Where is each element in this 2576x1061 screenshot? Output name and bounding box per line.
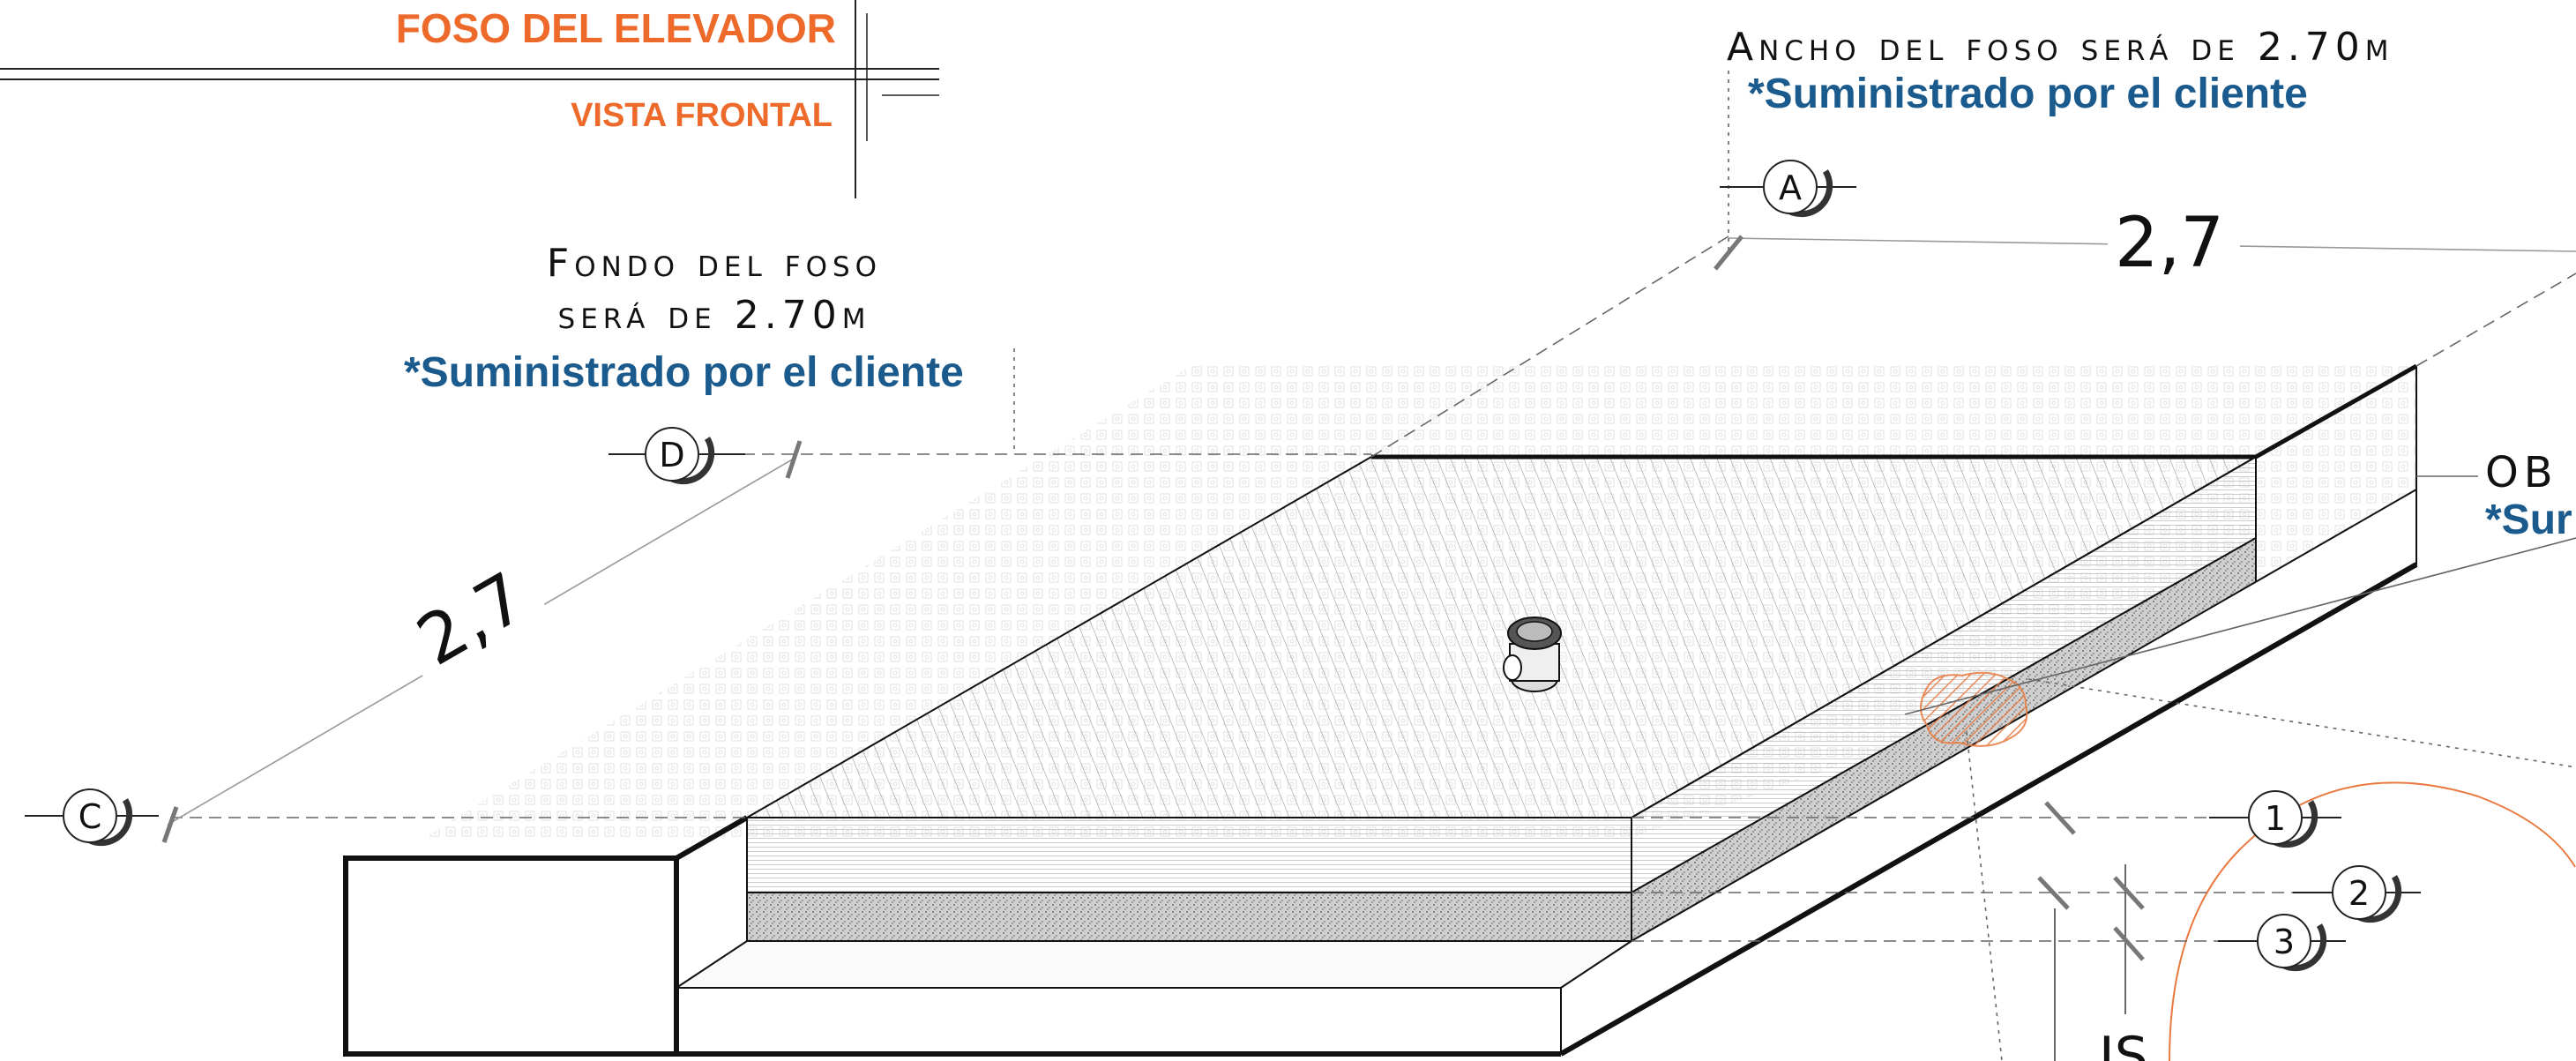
marker-c-label: C (78, 797, 102, 836)
layer-gravel-front (746, 892, 1632, 942)
right-note-partial: OB (2485, 448, 2558, 497)
marker-a: A (1720, 160, 1856, 218)
title-block: FOSO DEL ELEVADOR VISTA FRONTAL (0, 0, 939, 198)
depth-supplier-note: *Suministrado por el cliente (404, 349, 964, 396)
marker-a-label: A (1779, 168, 1802, 207)
marker-3-label: 3 (2274, 923, 2295, 961)
marker-d: D (609, 427, 745, 485)
water-infiltration-mark (1920, 671, 2028, 747)
marker-c: C (25, 788, 159, 847)
marker-1-label: 1 (2265, 799, 2286, 838)
depth-dimension-group: 2,7 (391, 550, 551, 686)
patch-leader-down (1966, 731, 2003, 1061)
cut-off-label: IS (2099, 1026, 2148, 1061)
front-wall-top-edge (675, 815, 749, 861)
base-slab-top (673, 940, 1635, 989)
marker-2: 2 (2293, 865, 2421, 923)
width-note: Ancho del foso será de 2.70m (1727, 25, 2394, 70)
leader-a-diag (1370, 235, 1729, 458)
slab-top-right-edge (2254, 363, 2418, 460)
marker-2-label: 2 (2348, 874, 2370, 913)
width-dimension-mask (2108, 210, 2240, 272)
leader-right-diag (2415, 273, 2576, 367)
title-main: FOSO DEL ELEVADOR (396, 5, 836, 51)
base-slab-edge (1559, 562, 2418, 1057)
depth-dimension-mask (391, 550, 551, 686)
width-supplier-note: *Suministrado por el cliente (1748, 71, 2308, 117)
floor-drain-icon (1503, 616, 1562, 692)
depth-note-line2: será de 2.70m (558, 293, 871, 338)
right-note-leader (1904, 537, 2576, 715)
dimension-ticks (161, 235, 2145, 961)
orange-detail-curve (2169, 781, 2576, 1061)
marker-1: 1 (2209, 790, 2341, 848)
marker-d-label: D (659, 436, 684, 474)
title-sub: VISTA FRONTAL (571, 97, 833, 134)
width-dimension-value: 2,7 (2115, 204, 2224, 283)
front-wall-block (343, 856, 679, 1057)
right-supplier-partial: *Sur (2485, 497, 2572, 543)
layer-membrane-front (746, 817, 1632, 893)
marker-3: 3 (2218, 914, 2346, 972)
depth-note-line1: Fondo del foso (547, 241, 882, 286)
